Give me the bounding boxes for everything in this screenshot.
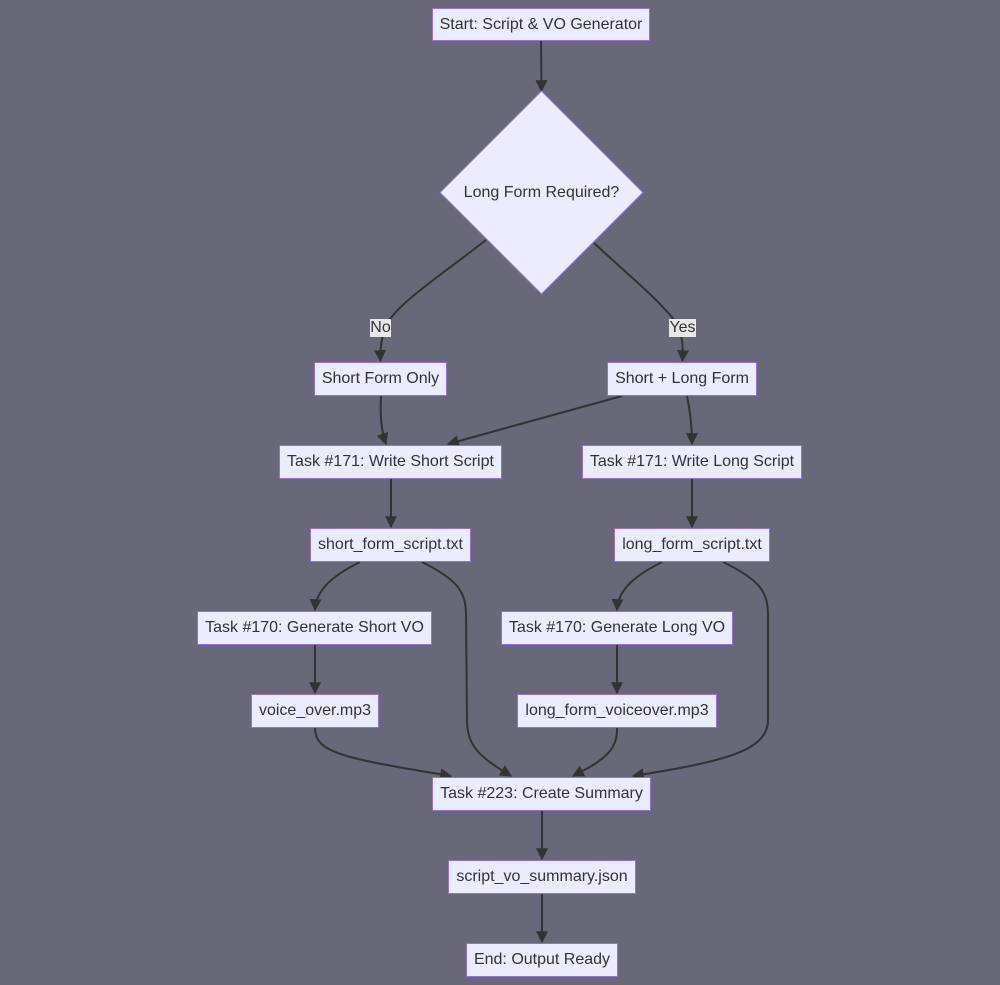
- task-generate-short-vo-node: Task #170: Generate Short VO: [197, 611, 432, 645]
- edge-long-mp3-to-summary: [571, 727, 619, 777]
- edge-short-mp3-to-summary: [314, 727, 453, 781]
- end-node: End: Output Ready: [466, 943, 618, 977]
- edge-short-only-to-short-script: [376, 395, 389, 446]
- edge-decision-no: [374, 239, 487, 363]
- summary-json-node: script_vo_summary.json: [448, 860, 636, 894]
- edge-long-file-to-summary: [631, 561, 769, 781]
- edge-label-no: No: [370, 319, 391, 337]
- edge-short-long-to-long-script: [685, 395, 698, 446]
- edge-start-to-decision: [535, 40, 548, 93]
- decision-label: Long Form Required?: [463, 183, 620, 201]
- edge-short-long-to-short-script: [446, 395, 623, 447]
- decision-diamond: [439, 90, 644, 295]
- short-form-only-node: Short Form Only: [314, 362, 447, 396]
- edge-short-file-to-short-vo: [309, 561, 361, 612]
- edge-label-yes: Yes: [669, 319, 696, 337]
- task-write-long-script-node: Task #171: Write Long Script: [582, 445, 802, 479]
- task-write-short-script-node: Task #171: Write Short Script: [279, 445, 502, 479]
- long-script-file-node: long_form_script.txt: [614, 528, 770, 562]
- task-create-summary-node: Task #223: Create Summary: [432, 777, 651, 811]
- edge-short-file-to-summary: [421, 561, 513, 777]
- start-node: Start: Script & VO Generator: [432, 8, 650, 41]
- short-long-form-node: Short + Long Form: [607, 362, 757, 396]
- task-generate-long-vo-node: Task #170: Generate Long VO: [501, 611, 733, 645]
- edge-long-file-to-long-vo: [611, 561, 663, 612]
- edge-decision-yes: [593, 242, 689, 363]
- long-form-voiceover-mp3-node: long_form_voiceover.mp3: [517, 694, 717, 728]
- short-script-file-node: short_form_script.txt: [310, 528, 471, 562]
- voice-over-mp3-node: voice_over.mp3: [251, 694, 379, 728]
